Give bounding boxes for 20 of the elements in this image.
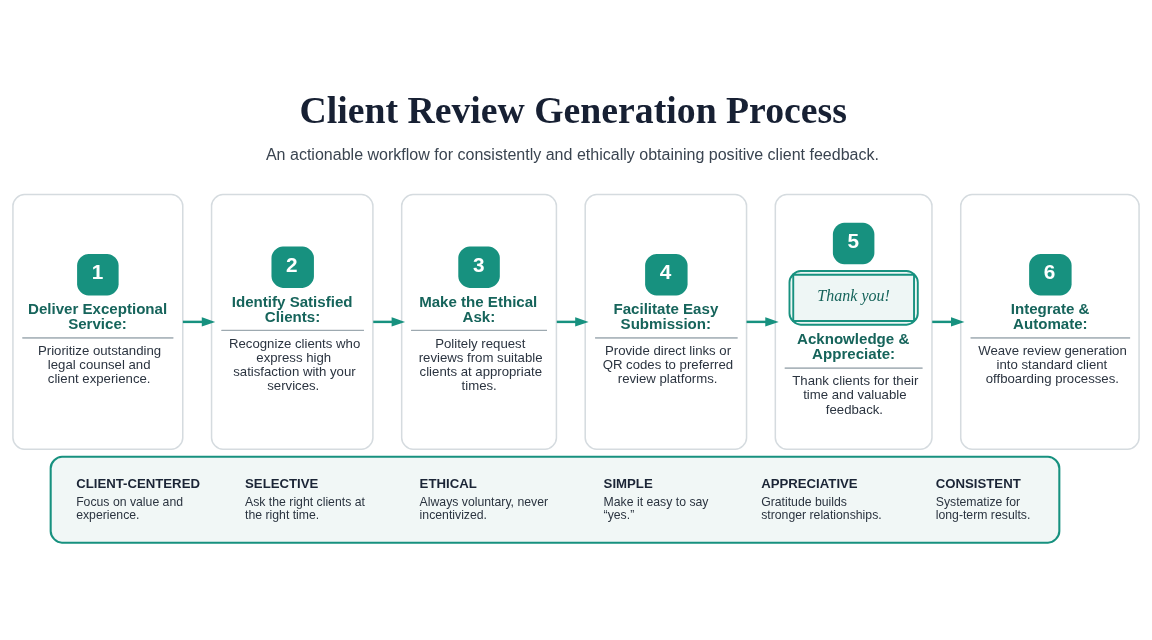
node-text: SIMPLE Make it easy to say “yes.” [603, 475, 709, 522]
diagram-title: Client Review Generation Process [299, 88, 847, 131]
node-text: CONSISTENT Systematize for long-term results. [935, 475, 1031, 522]
node-box: 6 Integrate & Automate: Weave review generation into standard client offboarding processes. [959, 193, 1140, 451]
cluster [49, 455, 1061, 544]
node-text: SELECTIVE Ask the right clients at the right time. [245, 475, 365, 522]
node-box: 5 Thank you! Acknowledge & Appreciate: Thank clients for their time and valuable feedback. [774, 193, 933, 451]
node-box: 4 Facilitate Easy Submission: Provide direct links or QR codes to preferred review platforms. [584, 193, 748, 451]
node-text: ETHICAL Always voluntary, never incentivized. [419, 475, 549, 522]
arrow [556, 317, 589, 327]
arrow [182, 317, 216, 327]
label: An actionable workflow for consistently and ethically obtaining positive client feedback. [265, 144, 880, 163]
arrow [932, 317, 965, 327]
arrow [746, 317, 779, 327]
node-text: CLIENT-CENTERED Focus on value and experience. [76, 475, 200, 522]
node-box: 3 Make the Ethical Ask: Politely request reviews from suitable clients at appropriate times. [400, 193, 558, 451]
node-box: 2 Identify Satisfied Clients: Recognize clients who express high satisfaction with your services. [210, 193, 374, 451]
node-text: APPRECIATIVE Gratitude builds stronger relationships. [761, 475, 882, 522]
node-box: 1 Deliver Exceptional Service: Prioritize outstanding legal counsel and client experience. [12, 193, 184, 451]
arrow [373, 317, 406, 327]
